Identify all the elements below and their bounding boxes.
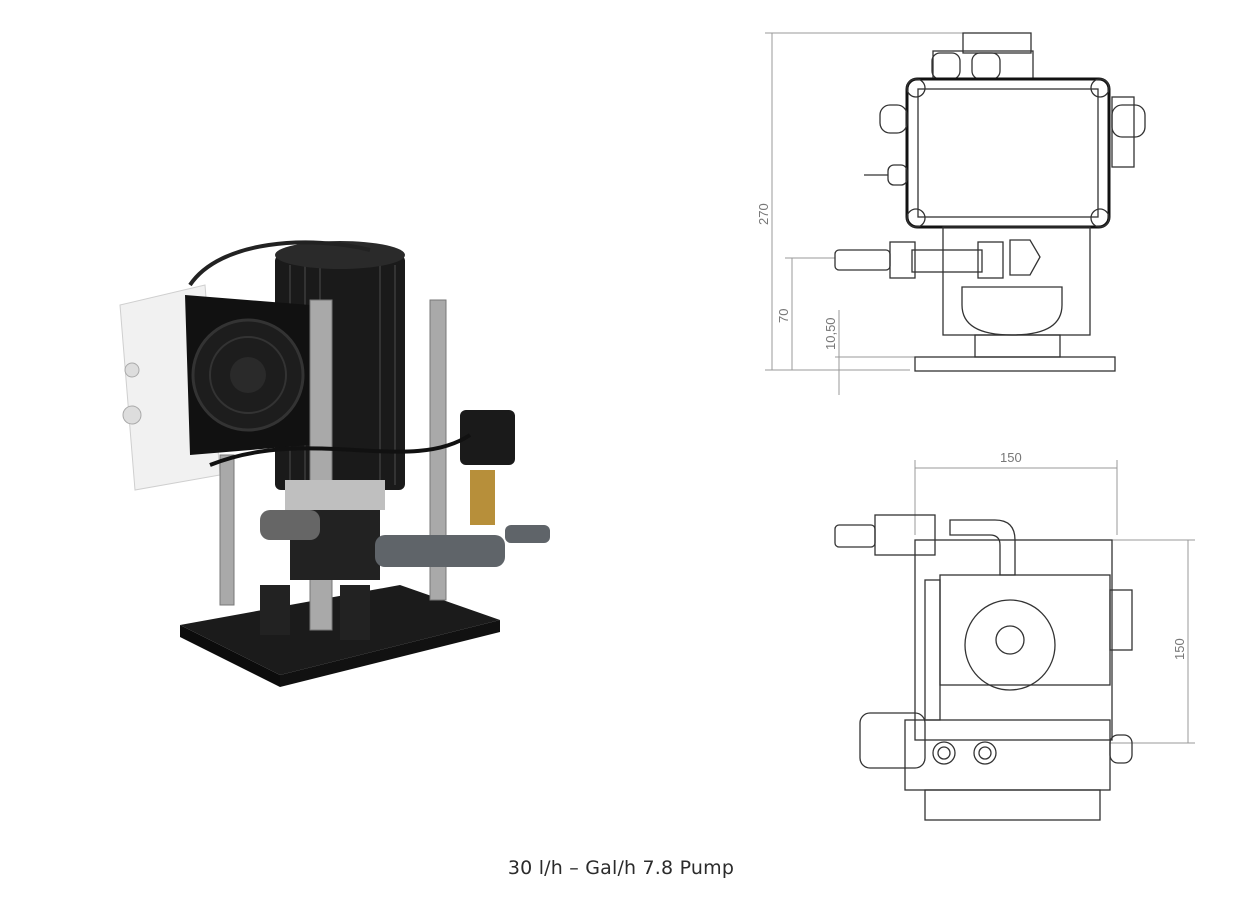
outlet-pipe bbox=[375, 535, 505, 567]
dim-outlet-height: 70 bbox=[776, 309, 791, 323]
dim-total-height: 270 bbox=[756, 203, 771, 225]
front-elevation-drawing: 270 70 10,50 bbox=[756, 32, 1146, 395]
product-caption: 30 l/h – Gal/h 7.8 Pump bbox=[507, 857, 735, 879]
dim-width: 150 bbox=[1000, 450, 1022, 465]
pump-product-photo bbox=[119, 240, 550, 687]
dim-depth: 150 bbox=[1172, 638, 1187, 660]
top-plan-drawing: 150 150 bbox=[834, 450, 1195, 821]
inlet-pipe bbox=[260, 510, 320, 540]
dim-base-height: 10,50 bbox=[823, 317, 838, 350]
